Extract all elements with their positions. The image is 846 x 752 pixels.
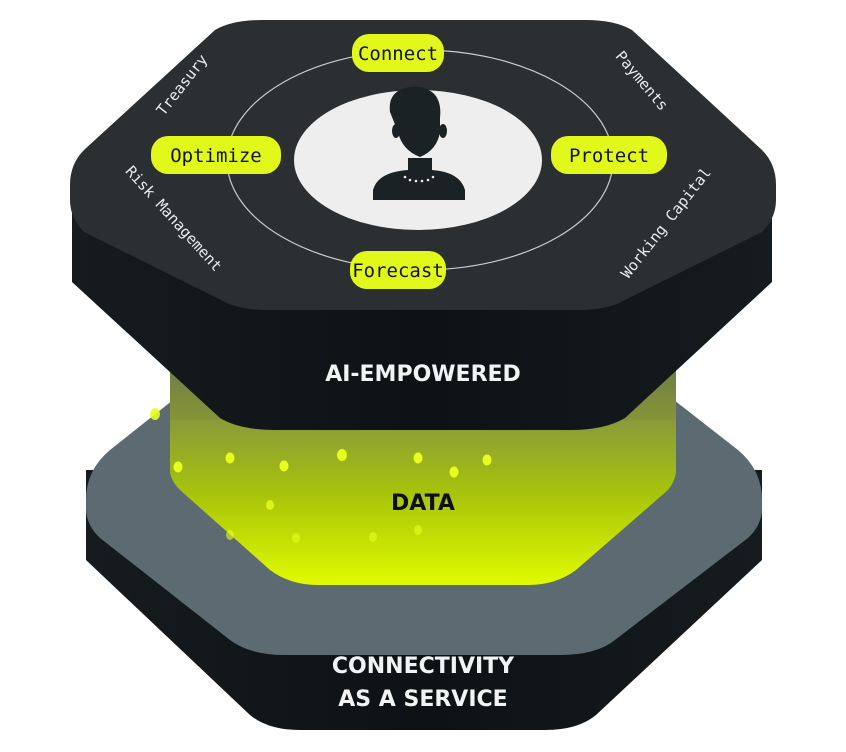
action-connect-label: Connect (358, 43, 438, 65)
action-protect-label: Protect (569, 145, 649, 167)
data-particle (413, 452, 423, 464)
action-connect[interactable]: Connect (352, 34, 444, 72)
bottom-layer-label-line1: CONNECTIVITY (332, 654, 515, 679)
data-particle (226, 530, 234, 540)
data-particle (449, 466, 459, 478)
data-particle (337, 449, 347, 461)
data-particle (225, 452, 235, 464)
data-particle (150, 408, 160, 420)
data-particle (173, 461, 183, 473)
data-layer-label: DATA (391, 491, 455, 516)
data-pool (170, 420, 676, 585)
data-particles (150, 408, 492, 543)
top-layer: Connect Protect Forecast Optimize Treasu… (70, 20, 776, 430)
action-forecast-label: Forecast (352, 260, 444, 282)
top-layer-label: AI-EMPOWERED (325, 362, 521, 387)
action-forecast[interactable]: Forecast (350, 251, 446, 289)
bottom-layer-label-line2: AS A SERVICE (338, 687, 507, 712)
person-icon (373, 86, 465, 200)
data-particle (292, 533, 300, 543)
data-particle (279, 460, 289, 472)
action-optimize[interactable]: Optimize (151, 136, 281, 174)
data-particle (369, 532, 377, 542)
data-particle (414, 525, 422, 535)
data-particle (482, 454, 492, 466)
action-optimize-label: Optimize (170, 145, 262, 167)
action-protect[interactable]: Protect (551, 136, 667, 174)
data-particle (266, 500, 274, 510)
